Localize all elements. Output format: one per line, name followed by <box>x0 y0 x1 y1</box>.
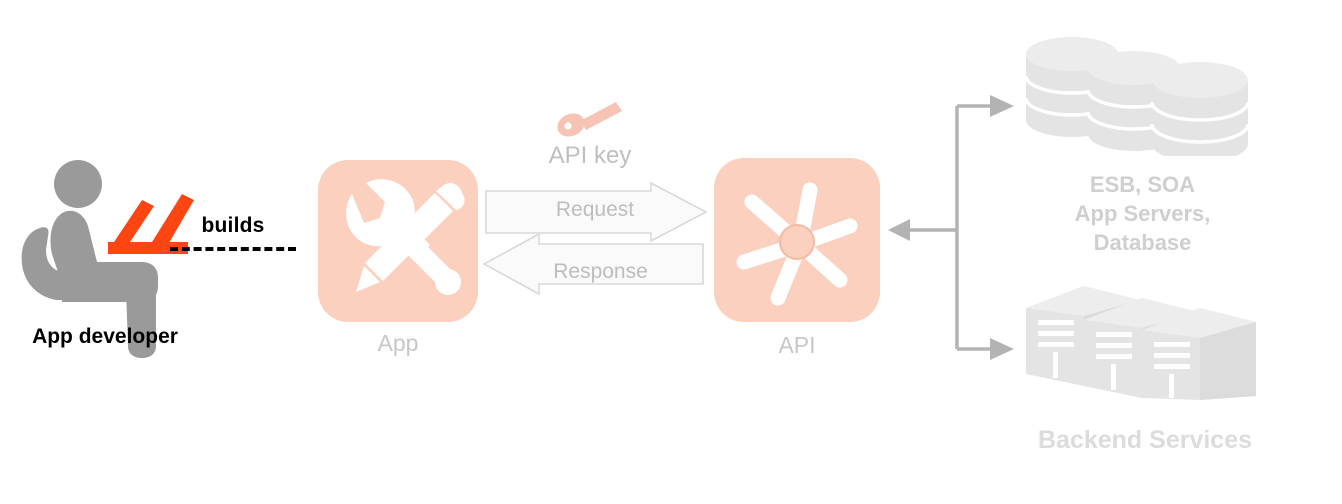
database-label-line-2: App Servers, <box>1074 201 1211 226</box>
wrench-and-pencil-icon <box>346 179 465 295</box>
backend-services-label: Backend Services <box>1037 426 1253 454</box>
api-node[interactable] <box>714 158 880 322</box>
arrowhead-to-api <box>888 219 910 241</box>
database-label-line-1: ESB, SOA <box>1089 172 1196 197</box>
app-node[interactable] <box>318 160 478 322</box>
builds-dashed-connector <box>170 247 296 251</box>
api-node-label: API <box>778 332 816 358</box>
request-arrow <box>485 181 708 243</box>
app-developer-icon <box>0 150 300 360</box>
builds-edge-label: builds <box>201 214 265 237</box>
app-node-label: App <box>377 330 419 356</box>
request-arrow-label: Request <box>555 198 635 221</box>
api-backend-connector <box>880 85 1030 370</box>
database-node-label: ESB, SOA App Servers, Database <box>1000 170 1285 257</box>
database-label-line-3: Database <box>1093 230 1192 255</box>
key-icon <box>556 98 626 140</box>
arrowhead-to-database <box>990 95 1014 117</box>
server-racks-icon <box>1022 282 1257 402</box>
arrowhead-to-backend <box>990 338 1014 360</box>
api-hub-star-icon <box>736 182 858 306</box>
app-developer-label: App developer <box>32 325 178 348</box>
response-arrow-label: Response <box>553 260 648 283</box>
database-cylinders-icon <box>1022 32 1262 162</box>
api-key-label: API key <box>548 142 632 169</box>
response-arrow <box>482 232 704 296</box>
